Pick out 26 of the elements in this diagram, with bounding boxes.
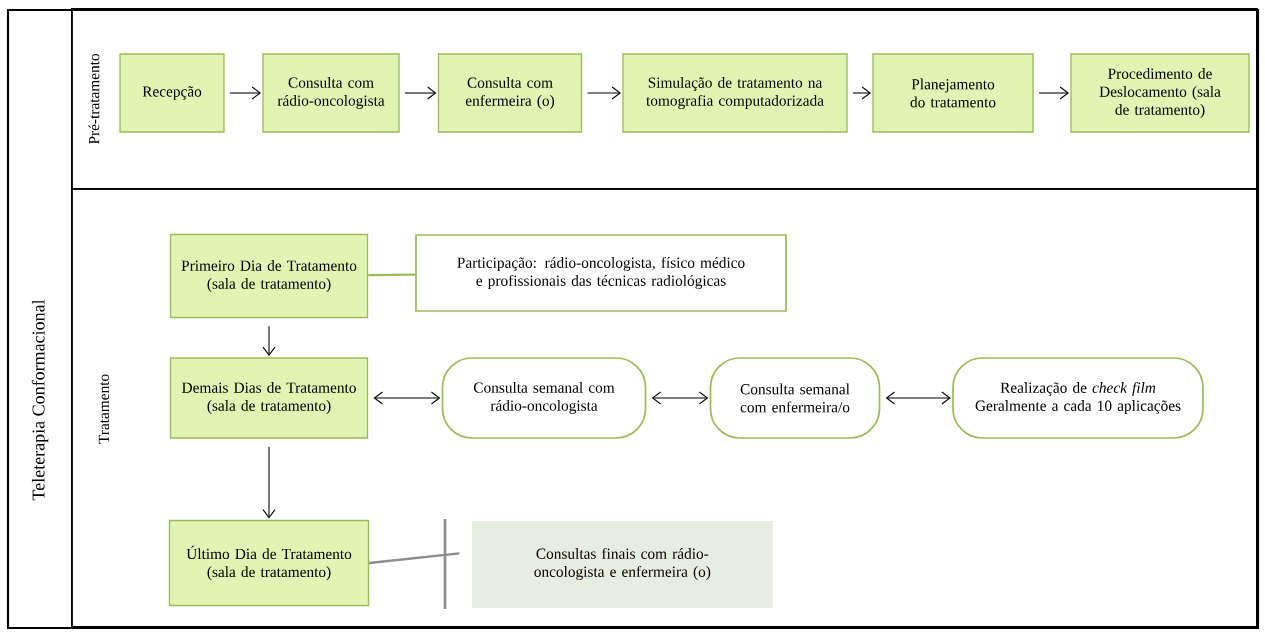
arrow	[1038, 86, 1069, 100]
process-box: Recepção	[119, 53, 225, 133]
process-box: Primeiro Dia de Tratamento (sala de tratamento)	[169, 233, 369, 319]
note-box: Participação: rádio-oncologista, físico médico e profissionais das técnicas radiológicas	[415, 234, 787, 312]
arrow	[262, 446, 276, 519]
process-box: Planejamento do tratamento	[872, 53, 1034, 133]
arrow	[373, 391, 441, 405]
arrow	[651, 391, 709, 405]
arrow	[404, 86, 437, 100]
process-box: Simulação de tratamento na tomografia computadorizada	[622, 53, 848, 133]
process-box: Demais Dias de Tratamento (sala de tratamento)	[169, 357, 369, 439]
rounded-box: Realização de check film Geralmente a cada 10 aplicações	[952, 357, 1204, 439]
arrow	[586, 86, 621, 100]
arrow	[852, 86, 871, 100]
process-box: Procedimento de Deslocamento (sala de tratamento)	[1070, 53, 1250, 133]
process-box: Consulta com rádio-oncologista	[262, 53, 400, 133]
rounded-box: Consulta semanal com enfermeira/o	[709, 357, 881, 439]
callout-box: Consultas finais com rádio-oncologista e enfermeira (o)	[443, 519, 773, 609]
arrow	[262, 325, 276, 356]
rounded-box: Consulta semanal com rádio-oncologista	[441, 357, 647, 439]
connector-line	[368, 273, 416, 277]
process-box: Consulta com enfermeira (o)	[437, 53, 583, 133]
connector-line	[369, 552, 460, 565]
arrow	[885, 391, 951, 405]
arrow	[229, 86, 261, 100]
process-box: Último Dia de Tratamento (sala de tratamento)	[168, 519, 370, 607]
